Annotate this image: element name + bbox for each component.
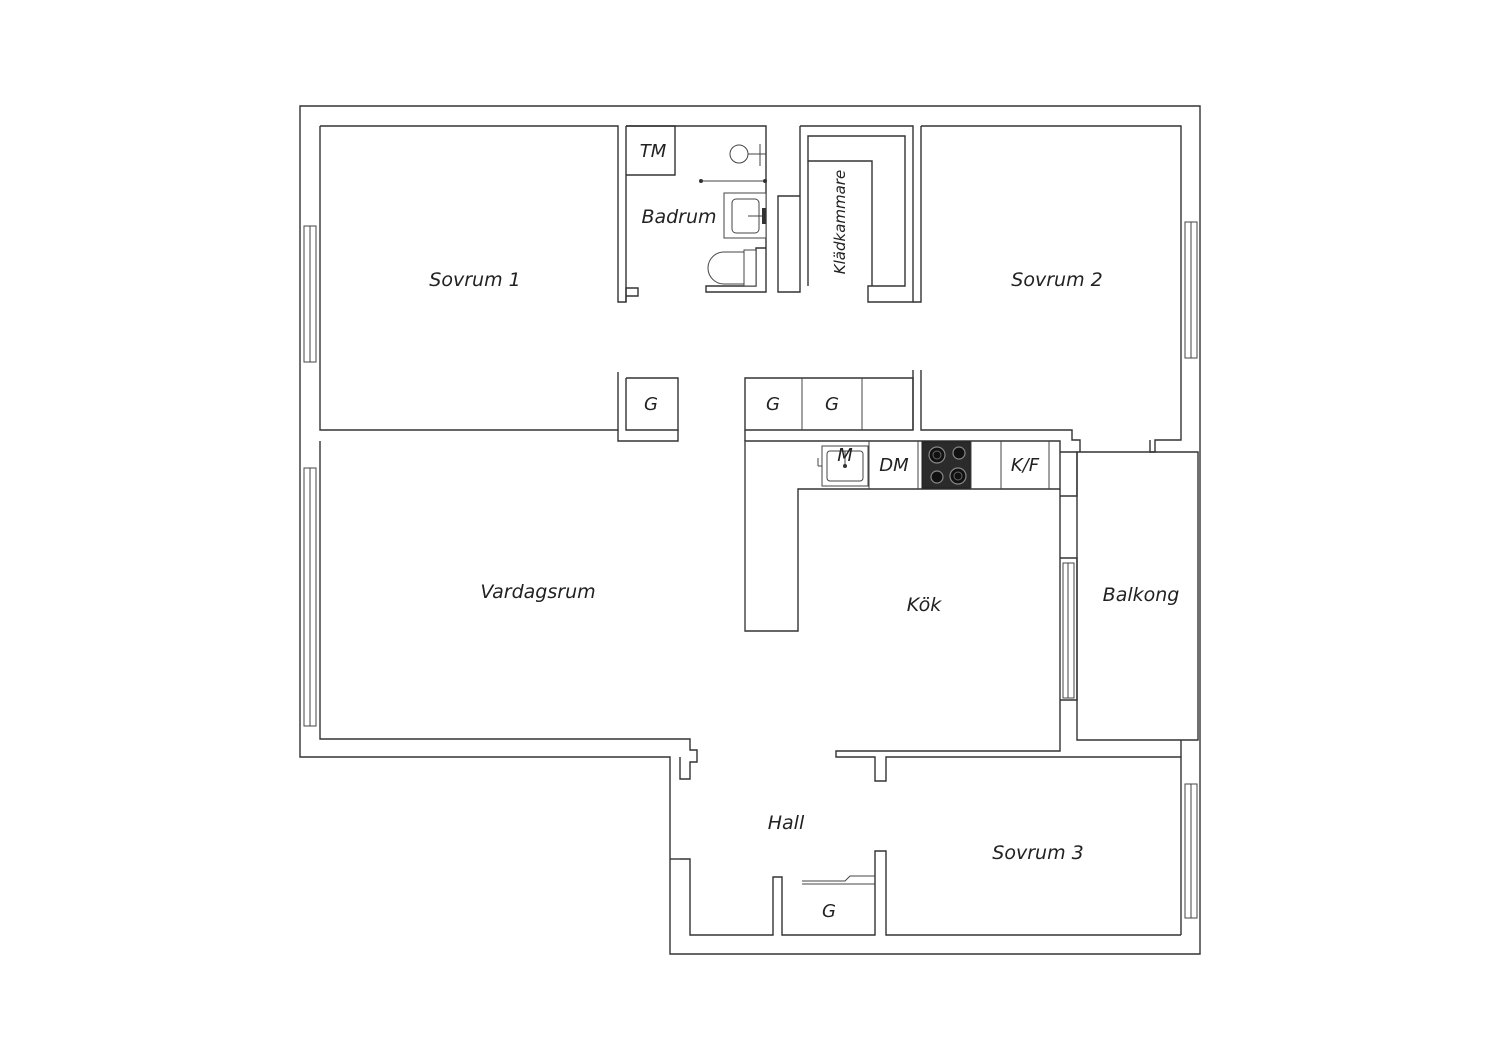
fixture-label-garderob-hall-right: G [825, 394, 839, 415]
room-label-sovrum2: Sovrum 2 [1011, 269, 1102, 291]
room-label-balkong: Balkong [1103, 584, 1180, 606]
stove-icon [921, 441, 971, 489]
outer-walls [299, 105, 1201, 955]
bathroom-fixtures [699, 144, 767, 287]
room-label-kok: Kök [907, 594, 942, 616]
sink-icon [723, 192, 767, 239]
room-labels: Sovrum 1 Badrum Klädkammare Sovrum 2 Var… [429, 170, 1179, 864]
fixture-labels: TM G G G M DM K/F G [640, 141, 1040, 922]
room-label-badrum: Badrum [641, 206, 716, 228]
kitchen-sink-icon [817, 445, 869, 487]
fixture-label-tm: TM [640, 141, 667, 162]
fixture-label-kf: K/F [1011, 455, 1040, 476]
inner-walls [319, 125, 1199, 936]
windows [303, 221, 1198, 919]
fixture-label-m: M [837, 445, 853, 466]
fixture-label-garderob-hall-left: G [766, 394, 780, 415]
room-label-sovrum3: Sovrum 3 [992, 842, 1083, 864]
room-label-sovrum1: Sovrum 1 [429, 269, 520, 291]
toilet-icon [707, 249, 757, 287]
fixture-label-garderob-sovrum1: G [644, 394, 658, 415]
shower-icon [699, 144, 767, 183]
room-label-kladkammare: Klädkammare [831, 170, 849, 274]
kitchen-fixtures [817, 441, 971, 489]
fixture-label-dm: DM [879, 455, 909, 476]
room-label-hall: Hall [768, 812, 805, 834]
fixture-label-garderob-entry: G [822, 901, 836, 922]
room-label-vardagsrum: Vardagsrum [480, 581, 595, 603]
